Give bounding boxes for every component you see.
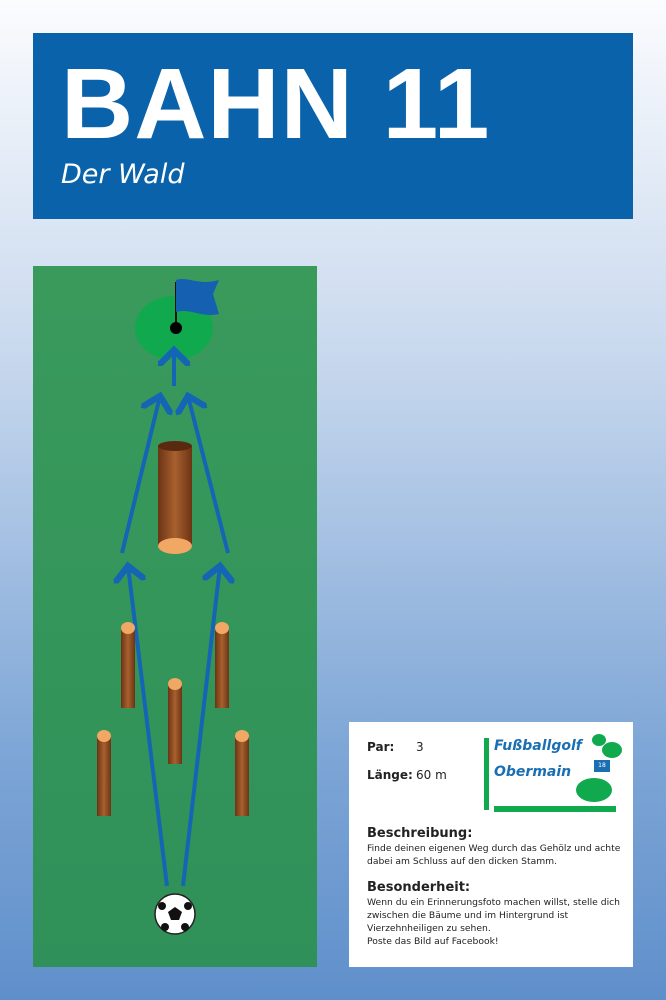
soccer-ball-icon [154, 893, 196, 935]
description-heading: Beschreibung: [367, 826, 473, 841]
hole-subtitle: Der Wald [61, 159, 185, 190]
logo-flag-number: 18 [594, 760, 610, 772]
par-label: Par: [367, 740, 395, 754]
header-banner: BAHN 11 Der Wald [33, 33, 633, 219]
fussballgolf-logo: 18 Fußballgolf Obermain [484, 734, 624, 818]
logo-subtitle: Obermain [494, 764, 572, 780]
hole-title: BAHN 11 [61, 48, 491, 160]
tree-posts [97, 622, 249, 816]
path-arrows [122, 350, 228, 887]
thick-trunk [158, 441, 192, 554]
flag-icon [170, 279, 219, 334]
special-call-to-action: Poste das Bild auf Facebook! [367, 936, 499, 947]
special-heading: Besonderheit: [367, 880, 471, 895]
info-panel: Par: 3 Länge: 60 m 18 Fußballgolf Oberma… [349, 722, 633, 967]
length-label: Länge: [367, 768, 413, 782]
description-text: Finde deinen eigenen Weg durch das Gehöl… [367, 843, 621, 867]
par-value: 3 [416, 740, 424, 754]
special-text: Wenn du ein Erinnerungsfoto machen wills… [367, 897, 620, 934]
length-value: 60 m [416, 768, 447, 782]
hole-diagram [33, 266, 317, 967]
logo-title: Fußballgolf [494, 738, 582, 754]
